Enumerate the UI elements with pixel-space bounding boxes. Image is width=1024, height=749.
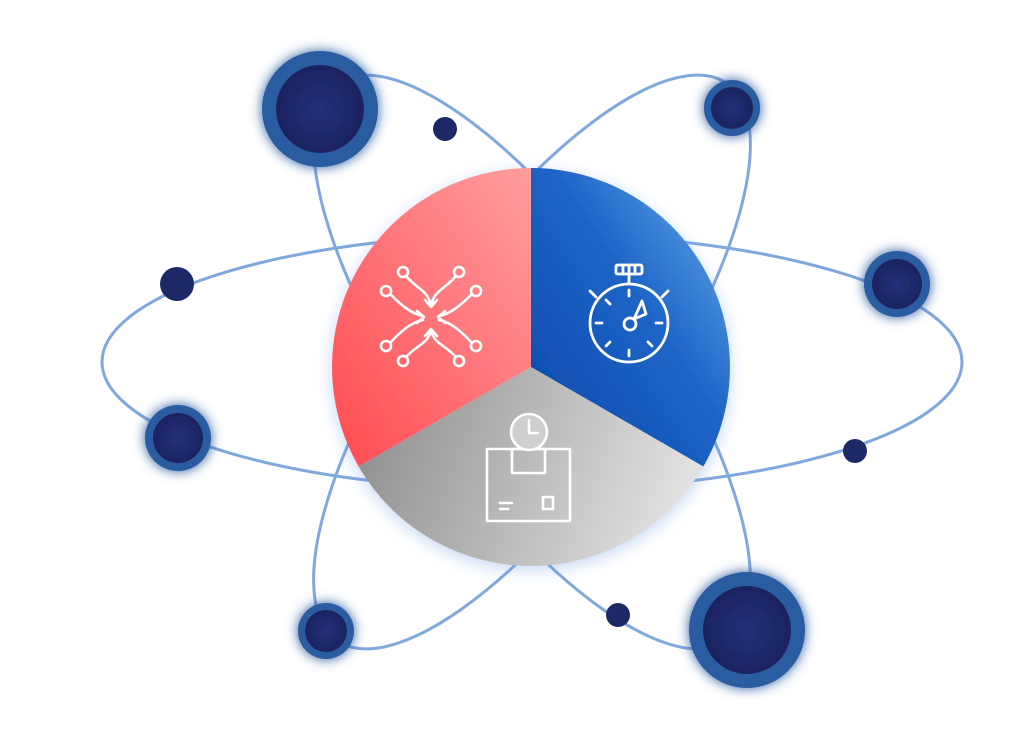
dot-right xyxy=(843,439,867,463)
node-large-bottom-right xyxy=(689,572,805,688)
pie xyxy=(332,168,730,566)
node-left xyxy=(145,405,211,471)
orbit-nodes xyxy=(145,51,930,688)
segment-converge[interactable] xyxy=(332,168,531,467)
node-bottom-left xyxy=(298,603,354,659)
node-right xyxy=(864,251,930,317)
stopwatch-icon xyxy=(588,263,670,364)
node-top-right xyxy=(704,80,760,136)
dot-left xyxy=(160,267,194,301)
dot-bottom xyxy=(606,603,630,627)
timed-package-icon xyxy=(485,412,572,523)
node-large-top-left xyxy=(262,51,378,167)
converging-arrows-icon xyxy=(379,265,483,368)
dot-top xyxy=(433,117,457,141)
segment-delivery[interactable] xyxy=(358,367,704,566)
